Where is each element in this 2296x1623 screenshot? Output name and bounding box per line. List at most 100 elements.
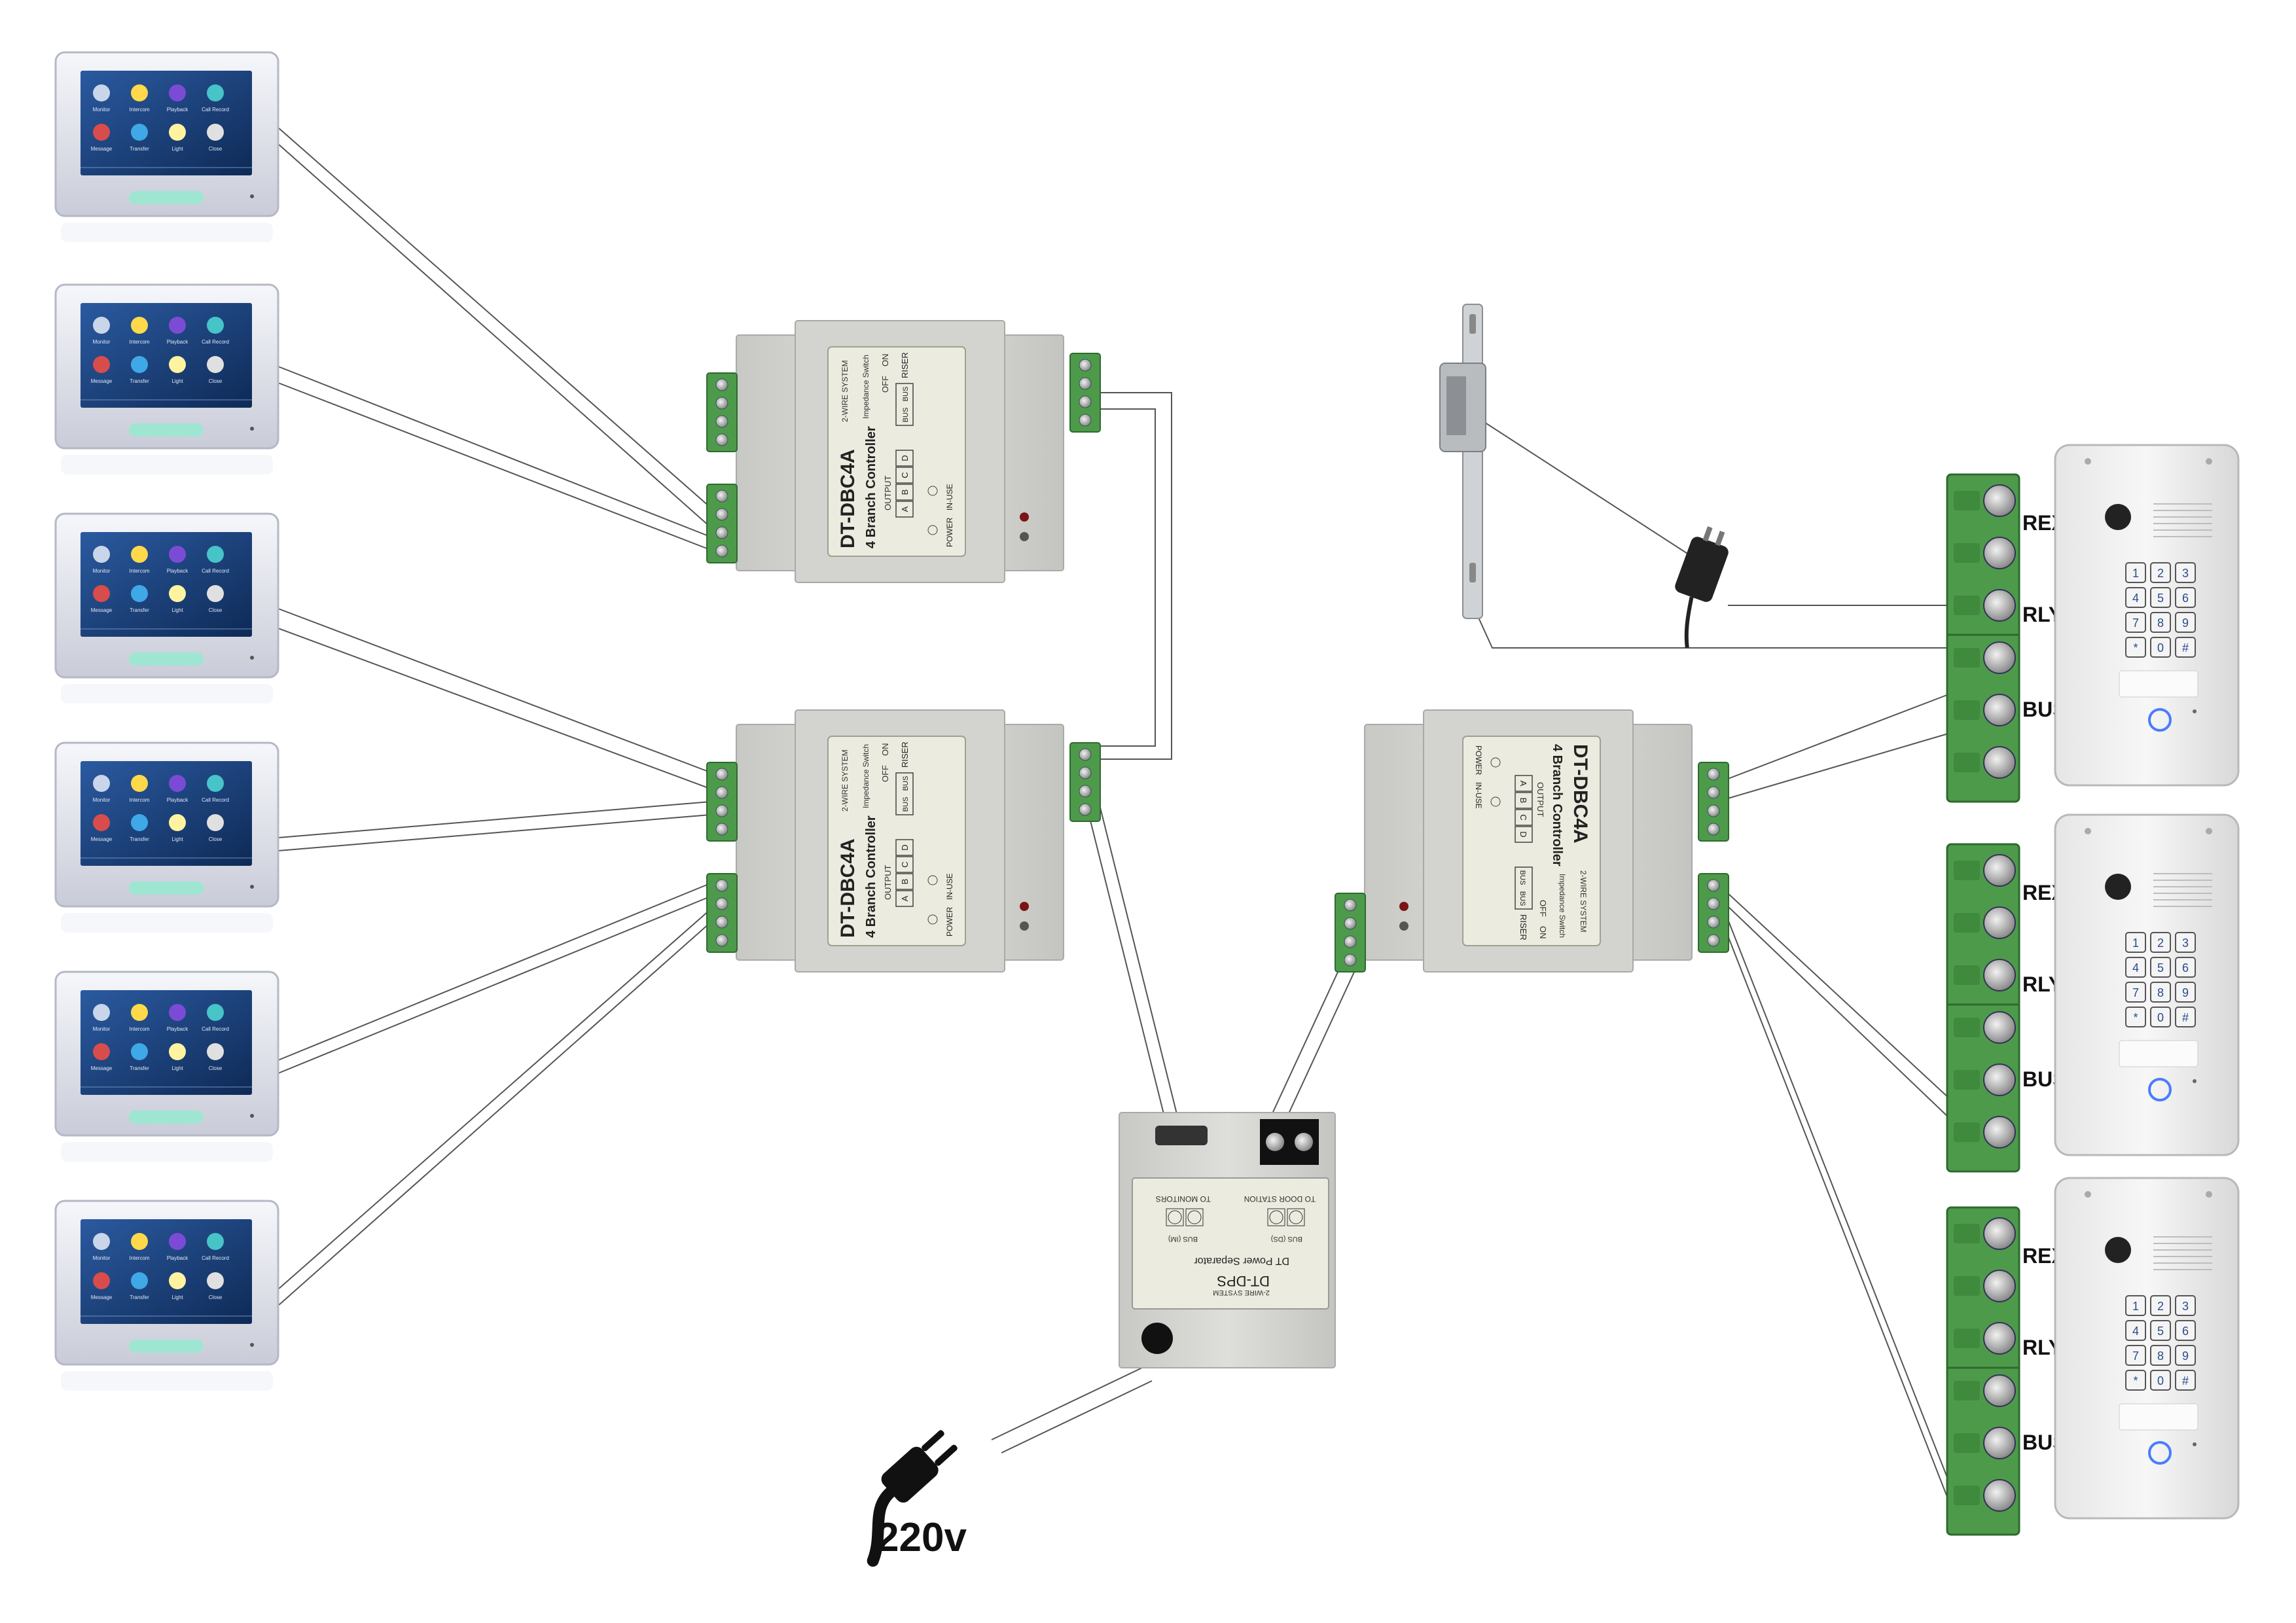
in-use-led xyxy=(1020,921,1029,931)
svg-text:RISER: RISER xyxy=(900,352,910,378)
monitor-app-icon xyxy=(207,124,224,141)
svg-text:RISER: RISER xyxy=(1518,914,1528,940)
monitor-app-icon xyxy=(131,84,148,101)
svg-text:Transfer: Transfer xyxy=(130,378,149,384)
svg-text:DT Power Separator: DT Power Separator xyxy=(1194,1255,1289,1266)
svg-text:6: 6 xyxy=(2182,592,2189,605)
svg-text:A: A xyxy=(900,506,910,512)
svg-text:Transfer: Transfer xyxy=(130,1294,149,1300)
svg-text:BUS: BUS xyxy=(1518,870,1526,885)
svg-text:*: * xyxy=(2133,641,2138,654)
monitor-app-icon xyxy=(131,585,148,602)
svg-text:3: 3 xyxy=(2182,1300,2189,1313)
svg-text:5: 5 xyxy=(2157,961,2164,974)
monitor-app-icon xyxy=(93,585,110,602)
monitor-app-icon xyxy=(169,1043,186,1060)
svg-text:5: 5 xyxy=(2157,592,2164,605)
door-terminal-strip xyxy=(1946,473,2020,803)
svg-text:D: D xyxy=(1518,831,1528,837)
keypad-key xyxy=(2150,637,2171,658)
svg-text:#: # xyxy=(2182,1374,2189,1387)
keypad-key xyxy=(2150,1320,2171,1341)
svg-text:Close: Close xyxy=(209,1065,223,1071)
power-separator-group: DT-DPS DT Power Separator 2-WIRE SYSTEM TO … xyxy=(1119,1112,1336,1368)
svg-text:4: 4 xyxy=(2132,961,2139,974)
svg-text:OUTPUT: OUTPUT xyxy=(883,865,893,901)
svg-text:POWER: POWER xyxy=(1474,745,1483,776)
keypad-key xyxy=(2125,1370,2146,1391)
svg-text:OFF: OFF xyxy=(1538,900,1548,917)
svg-text:Playback: Playback xyxy=(167,568,188,574)
terminal-block xyxy=(1698,873,1729,953)
svg-text:2-WIRE SYSTEM: 2-WIRE SYSTEM xyxy=(1213,1289,1270,1296)
name-card-window xyxy=(2119,1403,2198,1431)
svg-text:#: # xyxy=(2182,1011,2189,1024)
name-card-window xyxy=(2119,1040,2198,1067)
power-input-label: 220v xyxy=(876,1515,967,1560)
svg-text:1: 1 xyxy=(2132,936,2139,950)
keypad-key xyxy=(2175,1370,2196,1391)
monitor-app-icon xyxy=(131,1043,148,1060)
keypad-key xyxy=(2150,932,2171,953)
power-separator: DT-DPS DT Power Separator 2-WIRE SYSTEM TO … xyxy=(1119,1112,1336,1368)
svg-text:4: 4 xyxy=(2132,1325,2139,1338)
monitor-app-icon xyxy=(93,546,110,563)
svg-text:BUS (IM): BUS (IM) xyxy=(1168,1235,1198,1243)
svg-text:2-WIRE SYSTEM: 2-WIRE SYSTEM xyxy=(840,360,850,422)
keypad-key xyxy=(2150,957,2171,978)
svg-text:IN-USE: IN-USE xyxy=(945,873,954,900)
terminal-block xyxy=(1698,762,1729,842)
monitor-app-icon xyxy=(131,775,148,792)
controller-name-label: 4 Branch Controller xyxy=(1550,744,1564,866)
keypad-key xyxy=(2125,982,2146,1003)
monitor-app-icon xyxy=(169,1004,186,1021)
keypad-key xyxy=(2175,932,2196,953)
svg-text:2: 2 xyxy=(2157,567,2164,580)
monitor-app-icon xyxy=(207,356,224,373)
svg-text:TO DOOR STATION: TO DOOR STATION xyxy=(1244,1194,1316,1204)
svg-text:OUTPUT: OUTPUT xyxy=(1535,782,1545,817)
keypad-key xyxy=(2175,562,2196,583)
svg-text:Impedance Switch: Impedance Switch xyxy=(861,744,870,808)
svg-text:Light: Light xyxy=(171,378,183,384)
svg-text:Message: Message xyxy=(91,146,113,152)
svg-text:0: 0 xyxy=(2157,1374,2164,1387)
svg-text:7: 7 xyxy=(2132,986,2139,999)
monitor-app-icon xyxy=(93,317,110,334)
door-station-panel xyxy=(2054,1177,2240,1520)
svg-text:0: 0 xyxy=(2157,641,2164,654)
monitor-app-icon xyxy=(93,356,110,373)
separator-model-label: DT-DPS xyxy=(1217,1273,1270,1289)
call-button xyxy=(2148,708,2172,732)
svg-text:Impedance Switch: Impedance Switch xyxy=(1558,874,1567,938)
monitor-app-icon xyxy=(207,814,224,831)
monitor-app-icon xyxy=(93,1233,110,1250)
svg-text:Call Record: Call Record xyxy=(202,1255,229,1261)
svg-text:1: 1 xyxy=(2132,1300,2139,1313)
svg-text:Intercom: Intercom xyxy=(129,797,149,803)
svg-text:9: 9 xyxy=(2182,616,2189,630)
svg-text:Monitor: Monitor xyxy=(93,1026,111,1032)
monitor-touch-buttons xyxy=(129,191,204,204)
monitor-app-icon xyxy=(207,317,224,334)
svg-text:8: 8 xyxy=(2157,986,2164,999)
monitor-app-icon xyxy=(207,1272,224,1289)
svg-text:7: 7 xyxy=(2132,616,2139,630)
monitor-app-icon xyxy=(131,1272,148,1289)
svg-text:Monitor: Monitor xyxy=(93,1255,111,1261)
terminal-block xyxy=(1069,742,1101,822)
keypad-key xyxy=(2150,1295,2171,1316)
svg-text:Playback: Playback xyxy=(167,1026,188,1032)
keypad-key xyxy=(2150,1345,2171,1366)
terminal-block xyxy=(706,484,738,563)
svg-text:Close: Close xyxy=(209,1294,223,1300)
monitor-touch-buttons xyxy=(129,423,204,437)
